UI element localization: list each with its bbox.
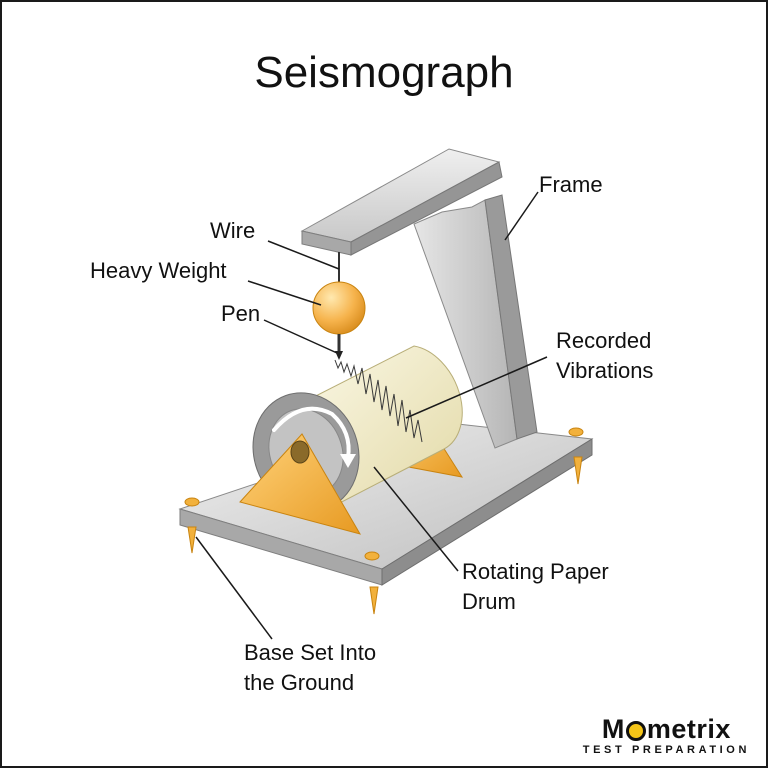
frame xyxy=(300,148,538,449)
logo-word-end: metrix xyxy=(646,714,731,744)
logo-o-icon xyxy=(625,721,646,741)
label-drum-line-2: Drum xyxy=(462,589,516,614)
heavy-weight xyxy=(312,281,366,335)
front-drum-support xyxy=(239,433,362,535)
base-plate xyxy=(178,421,594,586)
label-base-line-2: the Ground xyxy=(244,670,355,695)
label-drum-line-1: Rotating Paper xyxy=(462,559,609,584)
label-frame: Frame xyxy=(539,172,603,197)
recorded-vibrations-trace xyxy=(334,359,423,443)
label-recorded-vibrations-line-1: Recorded xyxy=(556,328,652,353)
label-pen: Pen xyxy=(221,301,261,326)
label-wire: Wire xyxy=(210,218,256,243)
pen xyxy=(335,334,343,360)
label-base: Base Set Into the Ground xyxy=(244,638,376,698)
ground-spikes xyxy=(187,456,583,615)
base-bolts xyxy=(184,427,584,561)
label-recorded-vibrations: Recorded Vibrations xyxy=(556,326,653,386)
label-heavy-weight: Heavy Weight xyxy=(90,258,227,283)
page-title: Seismograph xyxy=(254,48,514,97)
logo-subtitle: TEST PREPARATION xyxy=(582,744,750,756)
logo-word-start: M xyxy=(601,714,625,744)
label-rotating-paper-drum: Rotating Paper Drum xyxy=(462,557,609,617)
label-recorded-vibrations-line-2: Vibrations xyxy=(556,358,654,383)
leader-lines xyxy=(195,191,548,640)
label-base-line-1: Base Set Into xyxy=(244,640,377,665)
